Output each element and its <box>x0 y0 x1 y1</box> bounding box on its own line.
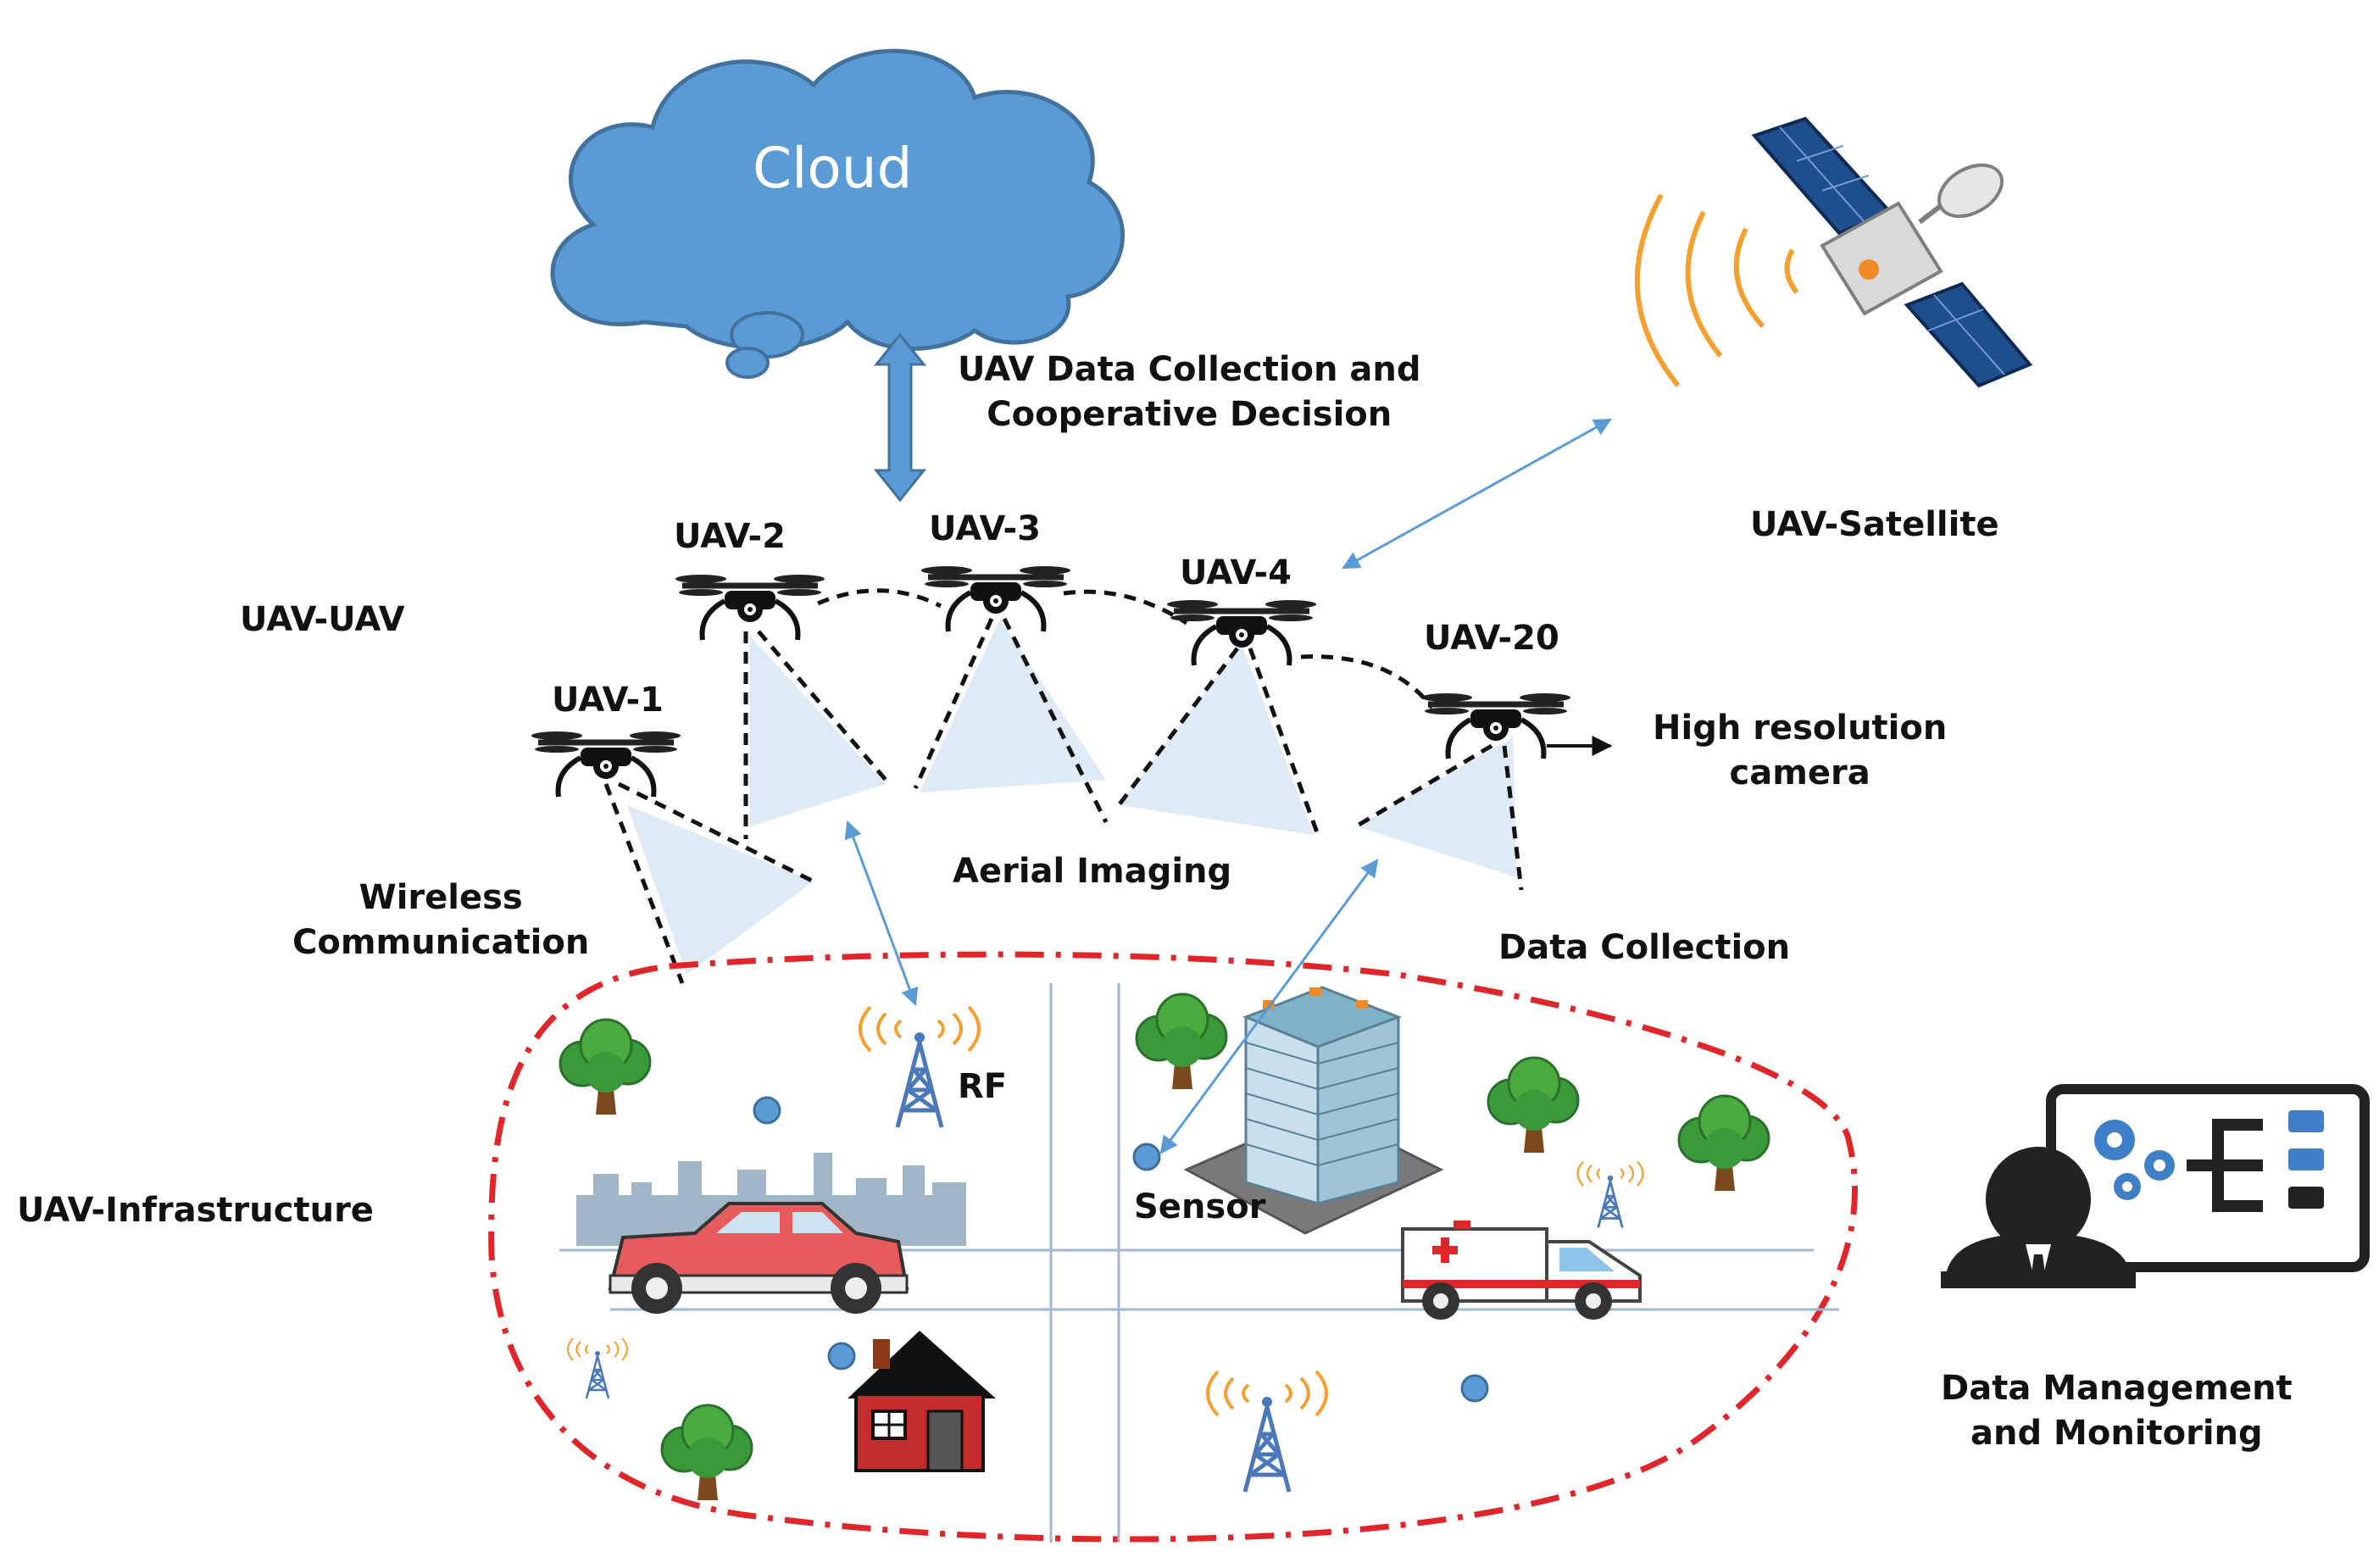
operator-icon <box>1941 1147 2136 1288</box>
uav-uav-links <box>817 588 1434 709</box>
house-icon <box>848 1331 996 1472</box>
cloud-icon <box>550 48 1125 379</box>
uav-data-collection-label-line2: Cooperative Decision <box>987 394 1392 434</box>
tree-icon <box>559 1018 652 1116</box>
data-management-line2: and Monitoring <box>1970 1413 2263 1453</box>
uav-label-4: UAV-4 <box>1180 553 1292 592</box>
tree-icon <box>660 1404 753 1502</box>
ambulance-icon <box>1401 1220 1642 1320</box>
uav-label-20: UAV-20 <box>1424 619 1559 658</box>
drone-icon <box>675 575 825 640</box>
uav-uav-label: UAV-UAV <box>240 600 405 639</box>
wireless-communication-line2: Communication <box>292 922 590 962</box>
uav-label-2: UAV-2 <box>674 517 786 556</box>
tree-icon <box>1677 1094 1770 1193</box>
satellite-signal-icon <box>1634 193 1799 387</box>
imaging-beams <box>627 619 1517 975</box>
uav-data-collection-label-line1: UAV Data Collection and <box>958 350 1421 389</box>
monitor-icon <box>2046 1084 2370 1272</box>
high-resolution-camera-label: High resolution camera <box>1653 706 1947 796</box>
uav-data-collection-label: UAV Data Collection and Cooperative Deci… <box>958 348 1421 437</box>
infrastructure-region <box>488 951 1858 1543</box>
uav-label-3: UAV-3 <box>929 509 1041 548</box>
sensor-icon <box>753 1096 1489 1403</box>
car-icon <box>608 1202 909 1314</box>
uav-coverage-lines <box>603 617 1524 984</box>
antenna-tower-icon <box>1206 1370 1328 1492</box>
tree-icon <box>1135 993 1228 1091</box>
sensor-label: Sensor <box>1134 1187 1266 1226</box>
wireless-communication-line1: Wireless <box>359 878 523 917</box>
uav-satellite-label: UAV-Satellite <box>1750 505 1999 544</box>
uav-label-1: UAV-1 <box>552 681 664 720</box>
sensor-uav-link <box>844 820 919 1006</box>
uav-satellite-link <box>1342 418 1612 570</box>
antenna-tower-icon <box>1576 1160 1644 1229</box>
data-management-label: Data Management and Monitoring <box>1941 1366 2293 1456</box>
tree-icon <box>1487 1056 1580 1154</box>
rf-label: RF <box>958 1067 1008 1106</box>
aerial-imaging-label: Aerial Imaging <box>953 852 1232 891</box>
data-management-line1: Data Management <box>1941 1369 2293 1408</box>
cloud-label: Cloud <box>753 136 913 201</box>
high-resolution-camera-line2: camera <box>1729 753 1870 792</box>
cloud-uav-link-arrow <box>873 332 927 503</box>
drone-icon <box>921 566 1070 631</box>
satellite-icon <box>1751 116 2033 388</box>
sensor-uav-link <box>1159 859 1379 1154</box>
high-resolution-camera-line1: High resolution <box>1653 709 1948 748</box>
data-collection-label: Data Collection <box>1498 928 1791 967</box>
wireless-communication-label: Wireless Communication <box>292 876 589 965</box>
antenna-tower-icon <box>567 1337 628 1400</box>
uav-infrastructure-label: UAV-Infrastructure <box>17 1191 374 1230</box>
